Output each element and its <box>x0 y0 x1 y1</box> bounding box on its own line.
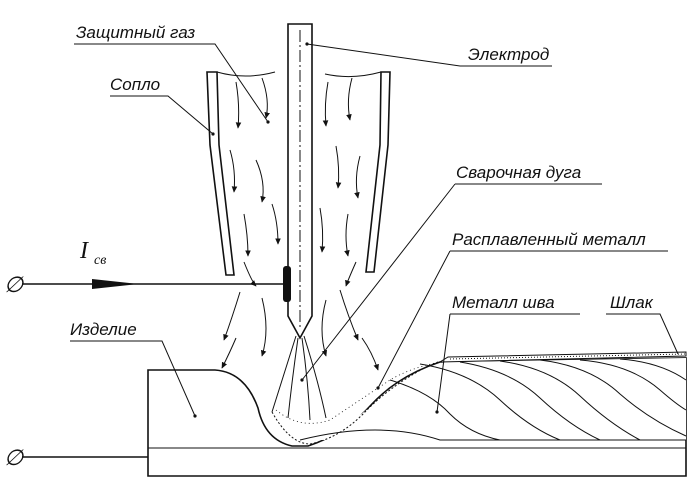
dot-shielding-gas <box>266 120 270 124</box>
dot-molten-metal <box>376 386 380 390</box>
label-shielding-gas: Защитный газ <box>76 23 195 42</box>
molten-pool <box>271 361 439 445</box>
gas-flow-arrows <box>221 77 379 371</box>
leader-nozzle <box>110 95 214 135</box>
leader-shielding-gas <box>74 43 269 123</box>
contact-tip <box>283 266 291 302</box>
label-electrode: Электрод <box>468 45 549 64</box>
terminal-top-symbol: ∅ <box>4 272 24 297</box>
leader-electrode <box>306 43 552 67</box>
current-symbol: I <box>79 238 89 264</box>
current-subscript: св <box>94 253 106 268</box>
dot-workpiece <box>193 414 197 418</box>
dot-welding-arc <box>300 378 304 382</box>
label-nozzle: Сопло <box>110 75 160 94</box>
label-molten-metal: Расплавленный металл <box>452 230 646 249</box>
dot-electrode <box>305 42 309 46</box>
dot-weld-metal <box>435 410 439 414</box>
terminal-bottom-symbol: ∅ <box>4 445 24 470</box>
leader-workpiece <box>70 340 196 417</box>
label-workpiece: Изделие <box>70 320 137 339</box>
slag-layer <box>438 351 687 363</box>
weld-boundary <box>299 429 686 441</box>
leader-welding-arc <box>301 183 602 381</box>
label-welding-arc: Сварочная дуга <box>456 163 581 182</box>
workpiece-body <box>147 357 687 477</box>
nozzle-right-wall <box>365 71 391 273</box>
leader-molten-metal <box>377 250 668 389</box>
leader-weld-metal <box>436 313 580 413</box>
nozzle-left-wall <box>206 71 235 276</box>
leader-slag <box>606 313 679 355</box>
nozzle-top <box>216 71 382 78</box>
label-slag: Шлак <box>610 293 654 312</box>
welding-arc <box>271 335 327 421</box>
weld-metal-lines <box>389 358 687 441</box>
label-weld-metal: Металл шва <box>452 293 555 312</box>
current-arrow <box>92 279 138 289</box>
slag-dots <box>449 353 687 360</box>
dot-nozzle <box>211 132 215 136</box>
weld-metal-region <box>300 358 686 440</box>
